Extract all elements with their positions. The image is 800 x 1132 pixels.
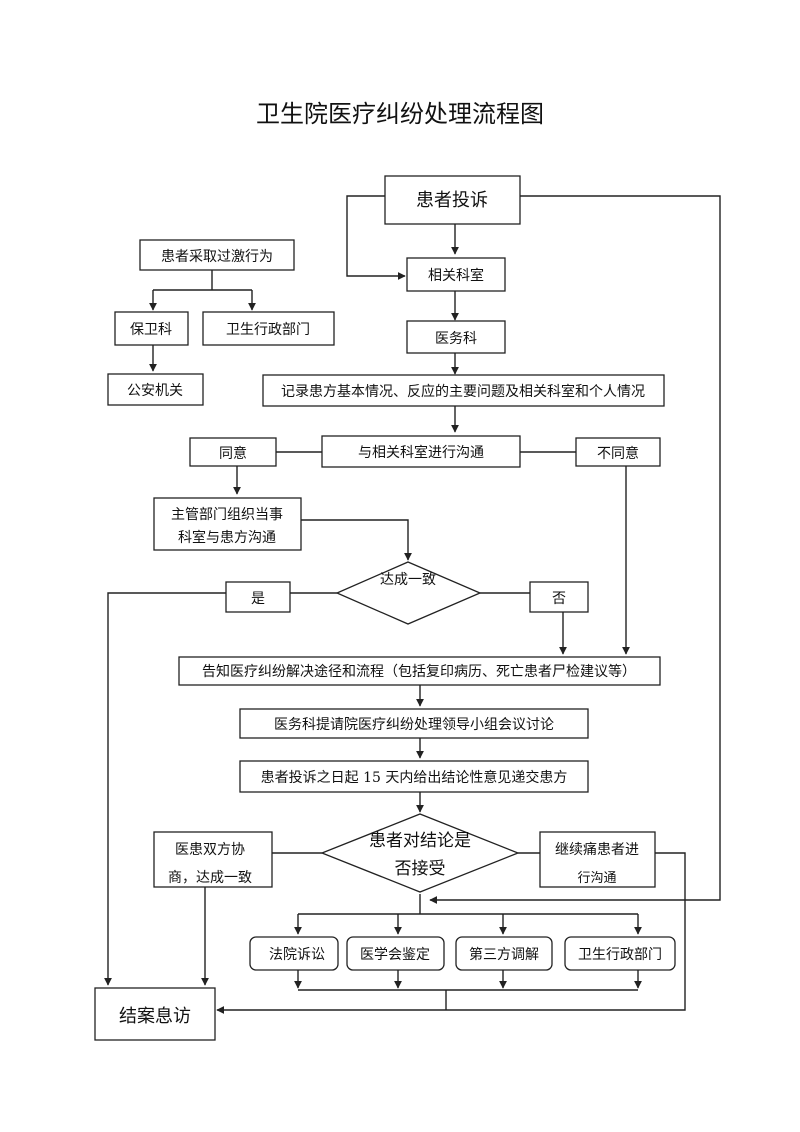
node-third-party-label: 第三方调解 xyxy=(469,946,539,963)
node-health-admin: 卫生行政部门 xyxy=(564,936,676,971)
node-inform-label: 告知医疗纠纷解决途径和流程（包括复印病历、死亡患者尸检建议等） xyxy=(202,663,636,680)
node-record-label: 记录患方基本情况、反应的主要问题及相关科室和个人情况 xyxy=(281,383,645,400)
page-title: 卫生院医疗纠纷处理流程图 xyxy=(256,100,544,128)
node-medical-affairs-label: 医务科 xyxy=(435,331,477,347)
node-security-label: 保卫科 xyxy=(130,322,172,338)
node-meeting: 医务科提请院医疗纠纷处理领导小组会议讨论 xyxy=(239,708,589,739)
node-continue-line2: 行沟通 xyxy=(577,871,616,886)
node-accept: 患者对结论是 否接受 xyxy=(320,813,520,893)
node-conclusion: 患者投诉之日起 15 天内给出结论性意见递交患方 xyxy=(239,760,589,793)
arrow-org-to-consensus xyxy=(301,519,412,561)
node-complaint-label: 患者投诉 xyxy=(416,190,488,211)
node-third-party: 第三方调解 xyxy=(455,936,553,971)
node-related-dept-label: 相关科室 xyxy=(428,267,484,284)
node-court-label: 法院诉讼 xyxy=(269,947,325,963)
node-left-agree-line2: 商，达成一致 xyxy=(168,870,252,886)
node-medical-society: 医学会鉴定 xyxy=(346,936,445,971)
node-conclusion-label: 患者投诉之日起 15 天内给出结论性意见递交患方 xyxy=(261,769,568,786)
node-medical-society-label: 医学会鉴定 xyxy=(360,947,430,963)
node-police: 公安机关 xyxy=(107,373,204,406)
node-yes: 是 xyxy=(225,581,291,613)
node-no: 否 xyxy=(529,581,589,613)
node-communicate: 与相关科室进行沟通 xyxy=(321,435,521,468)
node-medical-affairs: 医务科 xyxy=(406,320,506,354)
node-disagree: 不同意 xyxy=(575,437,661,467)
node-health-admin-top-label: 卫生行政部门 xyxy=(226,322,310,338)
arrow-yes-to-close xyxy=(104,592,226,986)
node-health-admin-top: 卫生行政部门 xyxy=(202,311,335,346)
node-no-label: 否 xyxy=(552,591,566,607)
node-close-case-label: 结案息访 xyxy=(119,1006,191,1027)
node-left-agree-line1: 医患双方协 xyxy=(175,842,245,858)
node-disagree-label: 不同意 xyxy=(597,445,639,462)
node-inform: 告知医疗纠纷解决途径和流程（包括复印病历、死亡患者尸检建议等） xyxy=(178,656,661,686)
node-continue-line1: 继续痛患者进 xyxy=(555,841,639,858)
node-agree-label: 同意 xyxy=(219,445,247,462)
node-left-agree: 医患双方协 商，达成一致 xyxy=(153,831,273,888)
node-org-comm-line1: 主管部门组织当事 xyxy=(171,507,283,523)
arrow-continue-to-close xyxy=(216,852,686,1014)
node-health-admin-label: 卫生行政部门 xyxy=(578,947,662,963)
arrow-complaint-loop-dept xyxy=(346,195,406,280)
node-police-label: 公安机关 xyxy=(127,383,183,399)
node-org-comm-line2: 科室与患方沟通 xyxy=(178,529,276,546)
node-meeting-label: 医务科提请院医疗纠纷处理领导小组会议讨论 xyxy=(274,717,554,733)
node-security: 保卫科 xyxy=(114,311,189,346)
node-consensus: 达成一致 xyxy=(335,561,482,625)
node-accept-line2: 否接受 xyxy=(395,859,446,879)
node-consensus-label: 达成一致 xyxy=(380,572,436,588)
node-yes-label: 是 xyxy=(251,591,265,607)
node-excessive-label: 患者采取过激行为 xyxy=(161,248,273,265)
node-accept-line1: 患者对结论是 xyxy=(369,831,471,851)
node-related-dept: 相关科室 xyxy=(406,257,506,292)
arrow-complaint-to-accept xyxy=(429,195,721,904)
node-record: 记录患方基本情况、反应的主要问题及相关科室和个人情况 xyxy=(262,374,665,407)
node-communicate-label: 与相关科室进行沟通 xyxy=(358,444,484,461)
node-court: 法院诉讼 xyxy=(249,936,339,971)
node-close-case: 结案息访 xyxy=(94,987,216,1041)
node-org-comm: 主管部门组织当事 科室与患方沟通 xyxy=(153,497,302,551)
node-complaint: 患者投诉 xyxy=(384,175,521,225)
node-excessive: 患者采取过激行为 xyxy=(139,239,295,271)
node-agree: 同意 xyxy=(189,437,277,467)
node-continue: 继续痛患者进 行沟通 xyxy=(539,831,656,888)
